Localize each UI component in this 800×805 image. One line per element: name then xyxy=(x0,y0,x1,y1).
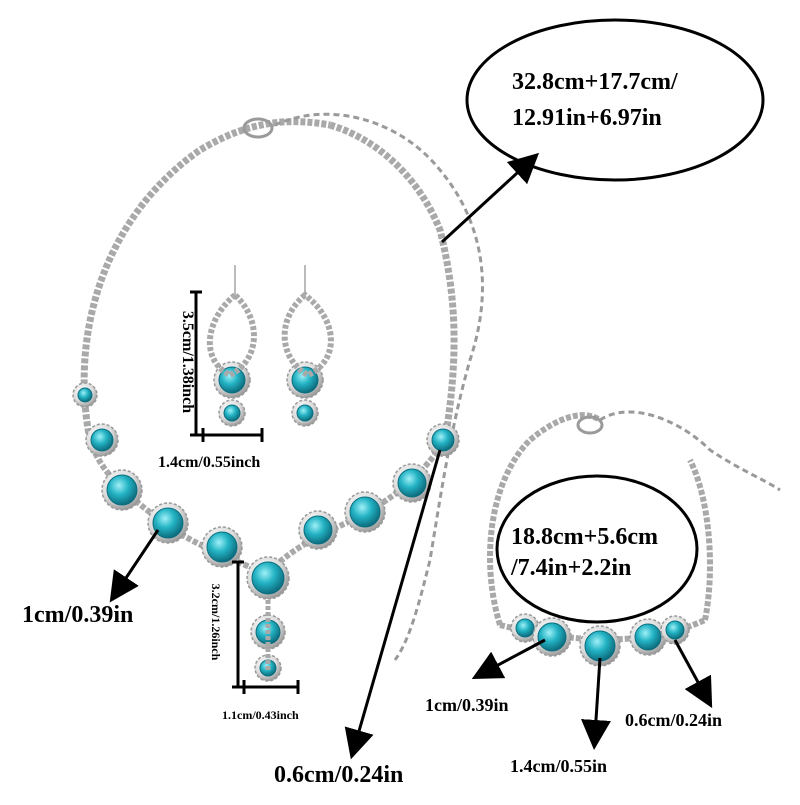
pendant-height-bracket xyxy=(232,560,244,689)
earrings xyxy=(206,265,334,379)
necklace-gem-1 xyxy=(72,382,98,408)
earring-left xyxy=(206,291,257,379)
bracelet-medium-stone-label: 1.4cm/0.55in xyxy=(510,756,607,776)
bracelet-length-bubble xyxy=(495,474,699,624)
bracelet-small-stone-label: 0.6cm/0.24in xyxy=(625,710,722,730)
earring-height-label: 3.5cm/1.38inch xyxy=(179,311,196,413)
necklace-gem-4 xyxy=(147,502,189,544)
bracelet-gem-1 xyxy=(510,613,540,643)
necklace-extension-chain xyxy=(242,112,484,661)
necklace-gem-3 xyxy=(101,469,143,511)
pendant-width-bracket xyxy=(242,680,300,694)
bracelet-gem-4 xyxy=(629,618,667,656)
necklace-length-line1: 32.8cm+17.7cm/ xyxy=(512,69,678,95)
necklace-gem-8 xyxy=(344,491,386,533)
earring-left-drop-gem xyxy=(218,399,246,427)
arrow-bracelet-medium-stone-icon xyxy=(581,657,611,750)
necklace-gem-5 xyxy=(201,526,243,568)
necklace-length-line2: 12.91in+6.97in xyxy=(512,105,662,131)
necklace-gem-10 xyxy=(426,423,460,457)
bracelet-large-stone-label: 1cm/0.39in xyxy=(425,695,509,715)
necklace-length-bubble xyxy=(465,18,765,182)
pendant-height-label: 3.2cm/1.26inch xyxy=(209,584,223,661)
earring-right xyxy=(281,291,334,379)
necklace-gem-2 xyxy=(85,423,119,457)
earring-right-gem xyxy=(286,361,324,399)
lobster-clasp-icon xyxy=(242,117,274,139)
arrow-necklace-length-icon xyxy=(440,152,540,244)
necklace-gem-9 xyxy=(392,463,432,503)
bracelet-stones xyxy=(510,613,690,667)
earring-width-bracket xyxy=(201,428,264,442)
arrow-necklace-large-stone-icon xyxy=(109,529,160,603)
earring-width-label: 1.4cm/0.55inch xyxy=(158,454,260,471)
necklace-small-stone-label: 0.6cm/0.24in xyxy=(274,762,403,788)
bracelet-length-line1: 18.8cm+5.6cm xyxy=(511,524,658,550)
bracelet-clasp-icon xyxy=(576,415,604,435)
necklace-stones xyxy=(72,361,460,682)
bracelet-extension-chain xyxy=(599,410,781,492)
arrow-bracelet-small-stone-icon xyxy=(673,639,713,709)
necklace-gem-7 xyxy=(298,510,338,550)
bracelet-gem-2 xyxy=(532,617,572,657)
necklace-large-stone-label: 1cm/0.39in xyxy=(22,602,133,628)
necklace-chain xyxy=(80,118,458,578)
arrow-necklace-small-stone-icon xyxy=(344,449,442,760)
earring-right-drop-gem xyxy=(291,399,319,427)
pendant-width-label: 1.1cm/0.43inch xyxy=(222,708,299,722)
arrows xyxy=(109,152,713,760)
necklace-gem-6 xyxy=(246,556,290,600)
earring-height-bracket xyxy=(190,290,202,437)
bracelet-gem-5 xyxy=(660,615,690,645)
bracelet-length-line2: /7.4in+2.2in xyxy=(510,555,631,581)
bracelet-gem-3 xyxy=(579,625,621,667)
arrow-bracelet-large-stone-icon xyxy=(471,638,546,680)
